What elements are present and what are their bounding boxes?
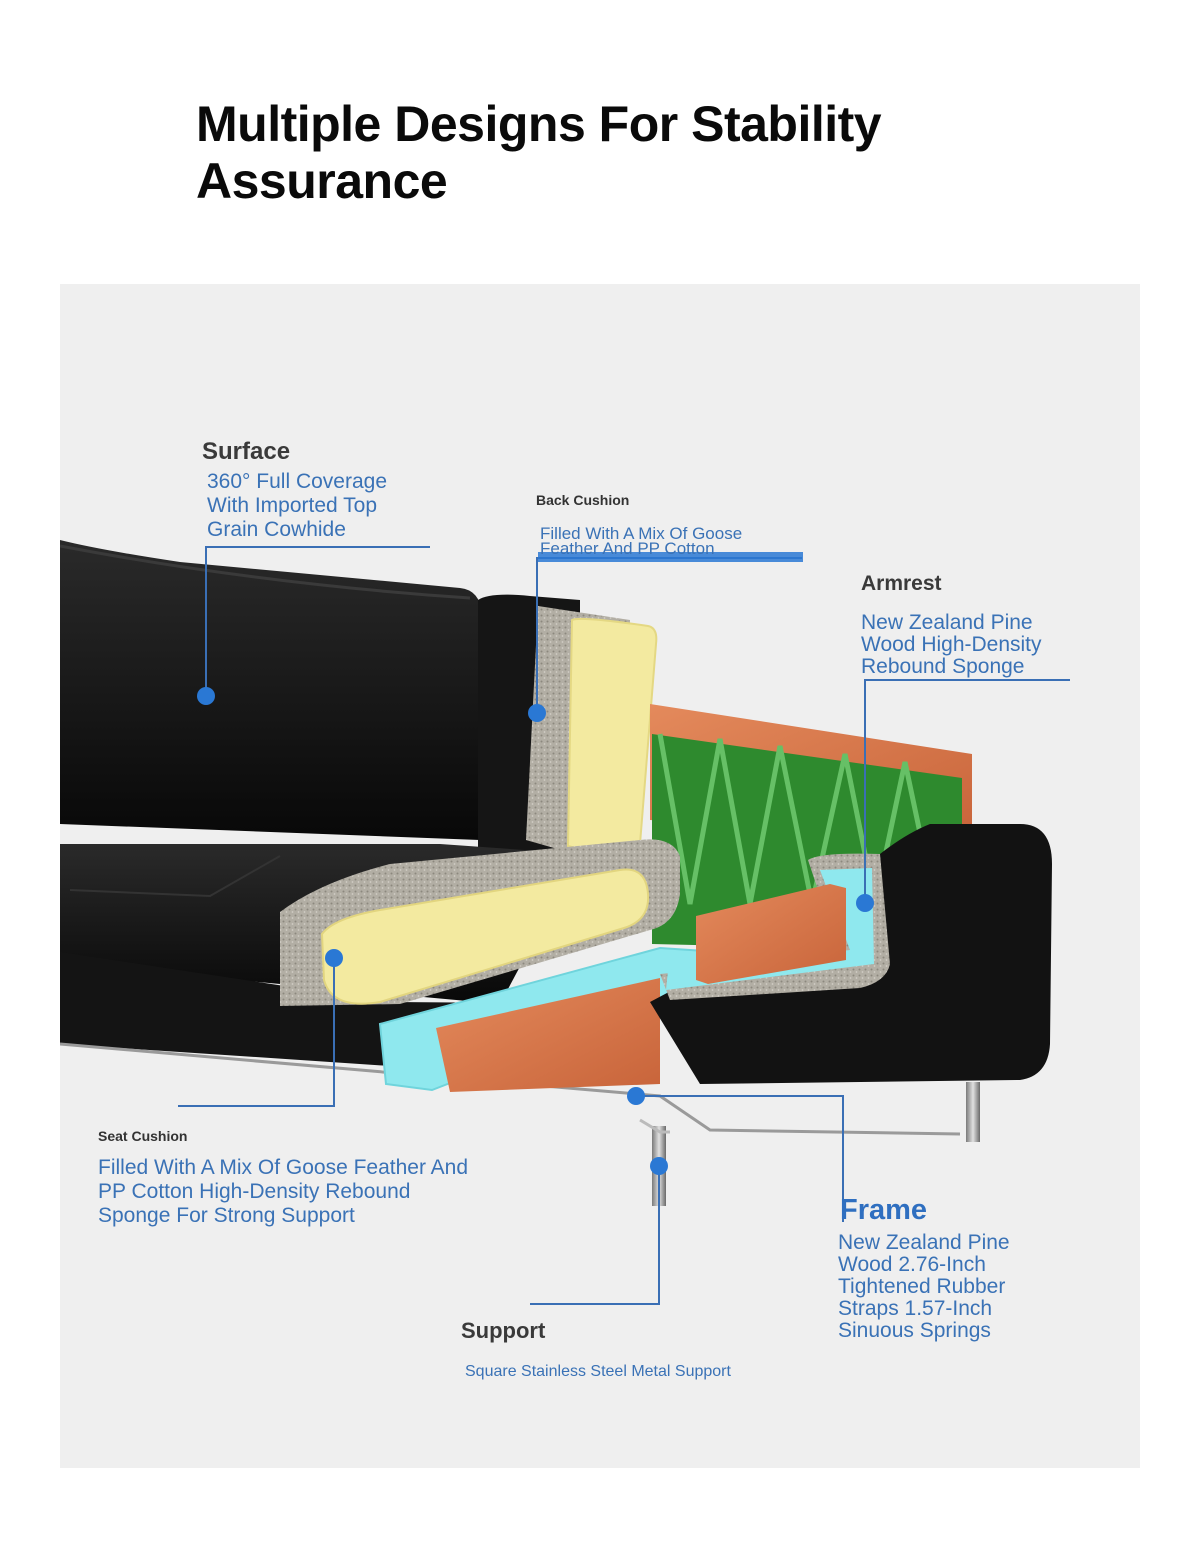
seat-cushion-marker (325, 949, 343, 967)
back-cushion-accent-bar (538, 552, 803, 562)
leader-lines (178, 546, 1070, 1305)
support-title: Support (461, 1318, 546, 1343)
back-cushion-description: Filled With A Mix Of Goose Feather And P… (540, 524, 743, 558)
back-cushion-sponge (566, 617, 658, 860)
armrest-wood-block (696, 884, 846, 984)
back-cushion-title: Back Cushion (536, 492, 630, 508)
seat-cushion-seam (69, 855, 281, 898)
back-leather-cushion (60, 540, 482, 840)
frame-description: New Zealand Pine Wood 2.76-Inch Tightene… (838, 1231, 1010, 1342)
support-marker (650, 1157, 668, 1175)
page-headline: Multiple Designs For Stability Assurance (196, 96, 882, 209)
rear-leg (966, 1082, 980, 1142)
surface-title: Surface (202, 438, 291, 465)
frame-marker (627, 1087, 645, 1105)
seat-cushion-sponge (320, 868, 650, 1005)
seat-cushion-title: Seat Cushion (98, 1128, 188, 1144)
back-cushion-seam (60, 544, 471, 600)
surface-description: 360° Full Coverage With Imported Top Gra… (207, 470, 387, 541)
armrest-description: New Zealand Pine Wood High-Density Rebou… (861, 611, 1042, 678)
frame-wood-base (436, 978, 660, 1092)
support-description: Square Stainless Steel Metal Support (465, 1363, 731, 1380)
frame-title: Frame (840, 1194, 928, 1226)
sofa-cutaway-panel: Surface 360° Full Coverage With Imported… (60, 284, 1140, 1468)
back-cushion-marker (528, 704, 546, 722)
seat-cushion-description: Filled With A Mix Of Goose Feather And P… (98, 1156, 468, 1227)
surface-marker (197, 687, 215, 705)
armrest-marker (856, 894, 874, 912)
base-metal-rail (60, 1042, 961, 1136)
armrest-title: Armrest (861, 572, 942, 595)
sofa-cutaway-illustration (60, 540, 1070, 1305)
